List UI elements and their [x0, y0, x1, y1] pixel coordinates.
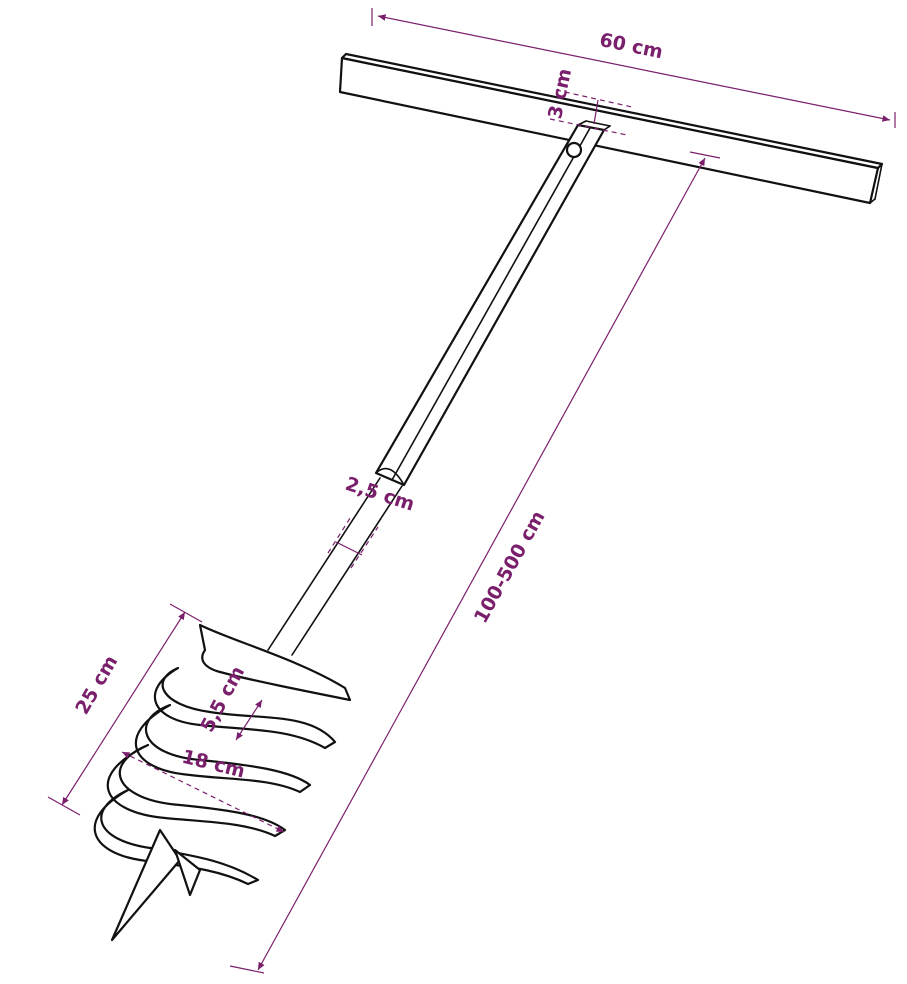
bolt-hole	[565, 141, 583, 159]
auger-spiral	[93, 623, 352, 942]
dimension-shaft-diameter: 2,5 cm	[327, 473, 417, 569]
auger-length-label: 25 cm	[71, 652, 122, 719]
t-handle-bar	[338, 52, 884, 205]
dimension-total-length: 100-500 cm	[229, 151, 721, 974]
auger-tool	[93, 52, 884, 942]
handle-length-label: 60 cm	[598, 29, 665, 63]
handle-sleeve	[374, 120, 611, 487]
total-length-label: 100-500 cm	[470, 507, 550, 627]
